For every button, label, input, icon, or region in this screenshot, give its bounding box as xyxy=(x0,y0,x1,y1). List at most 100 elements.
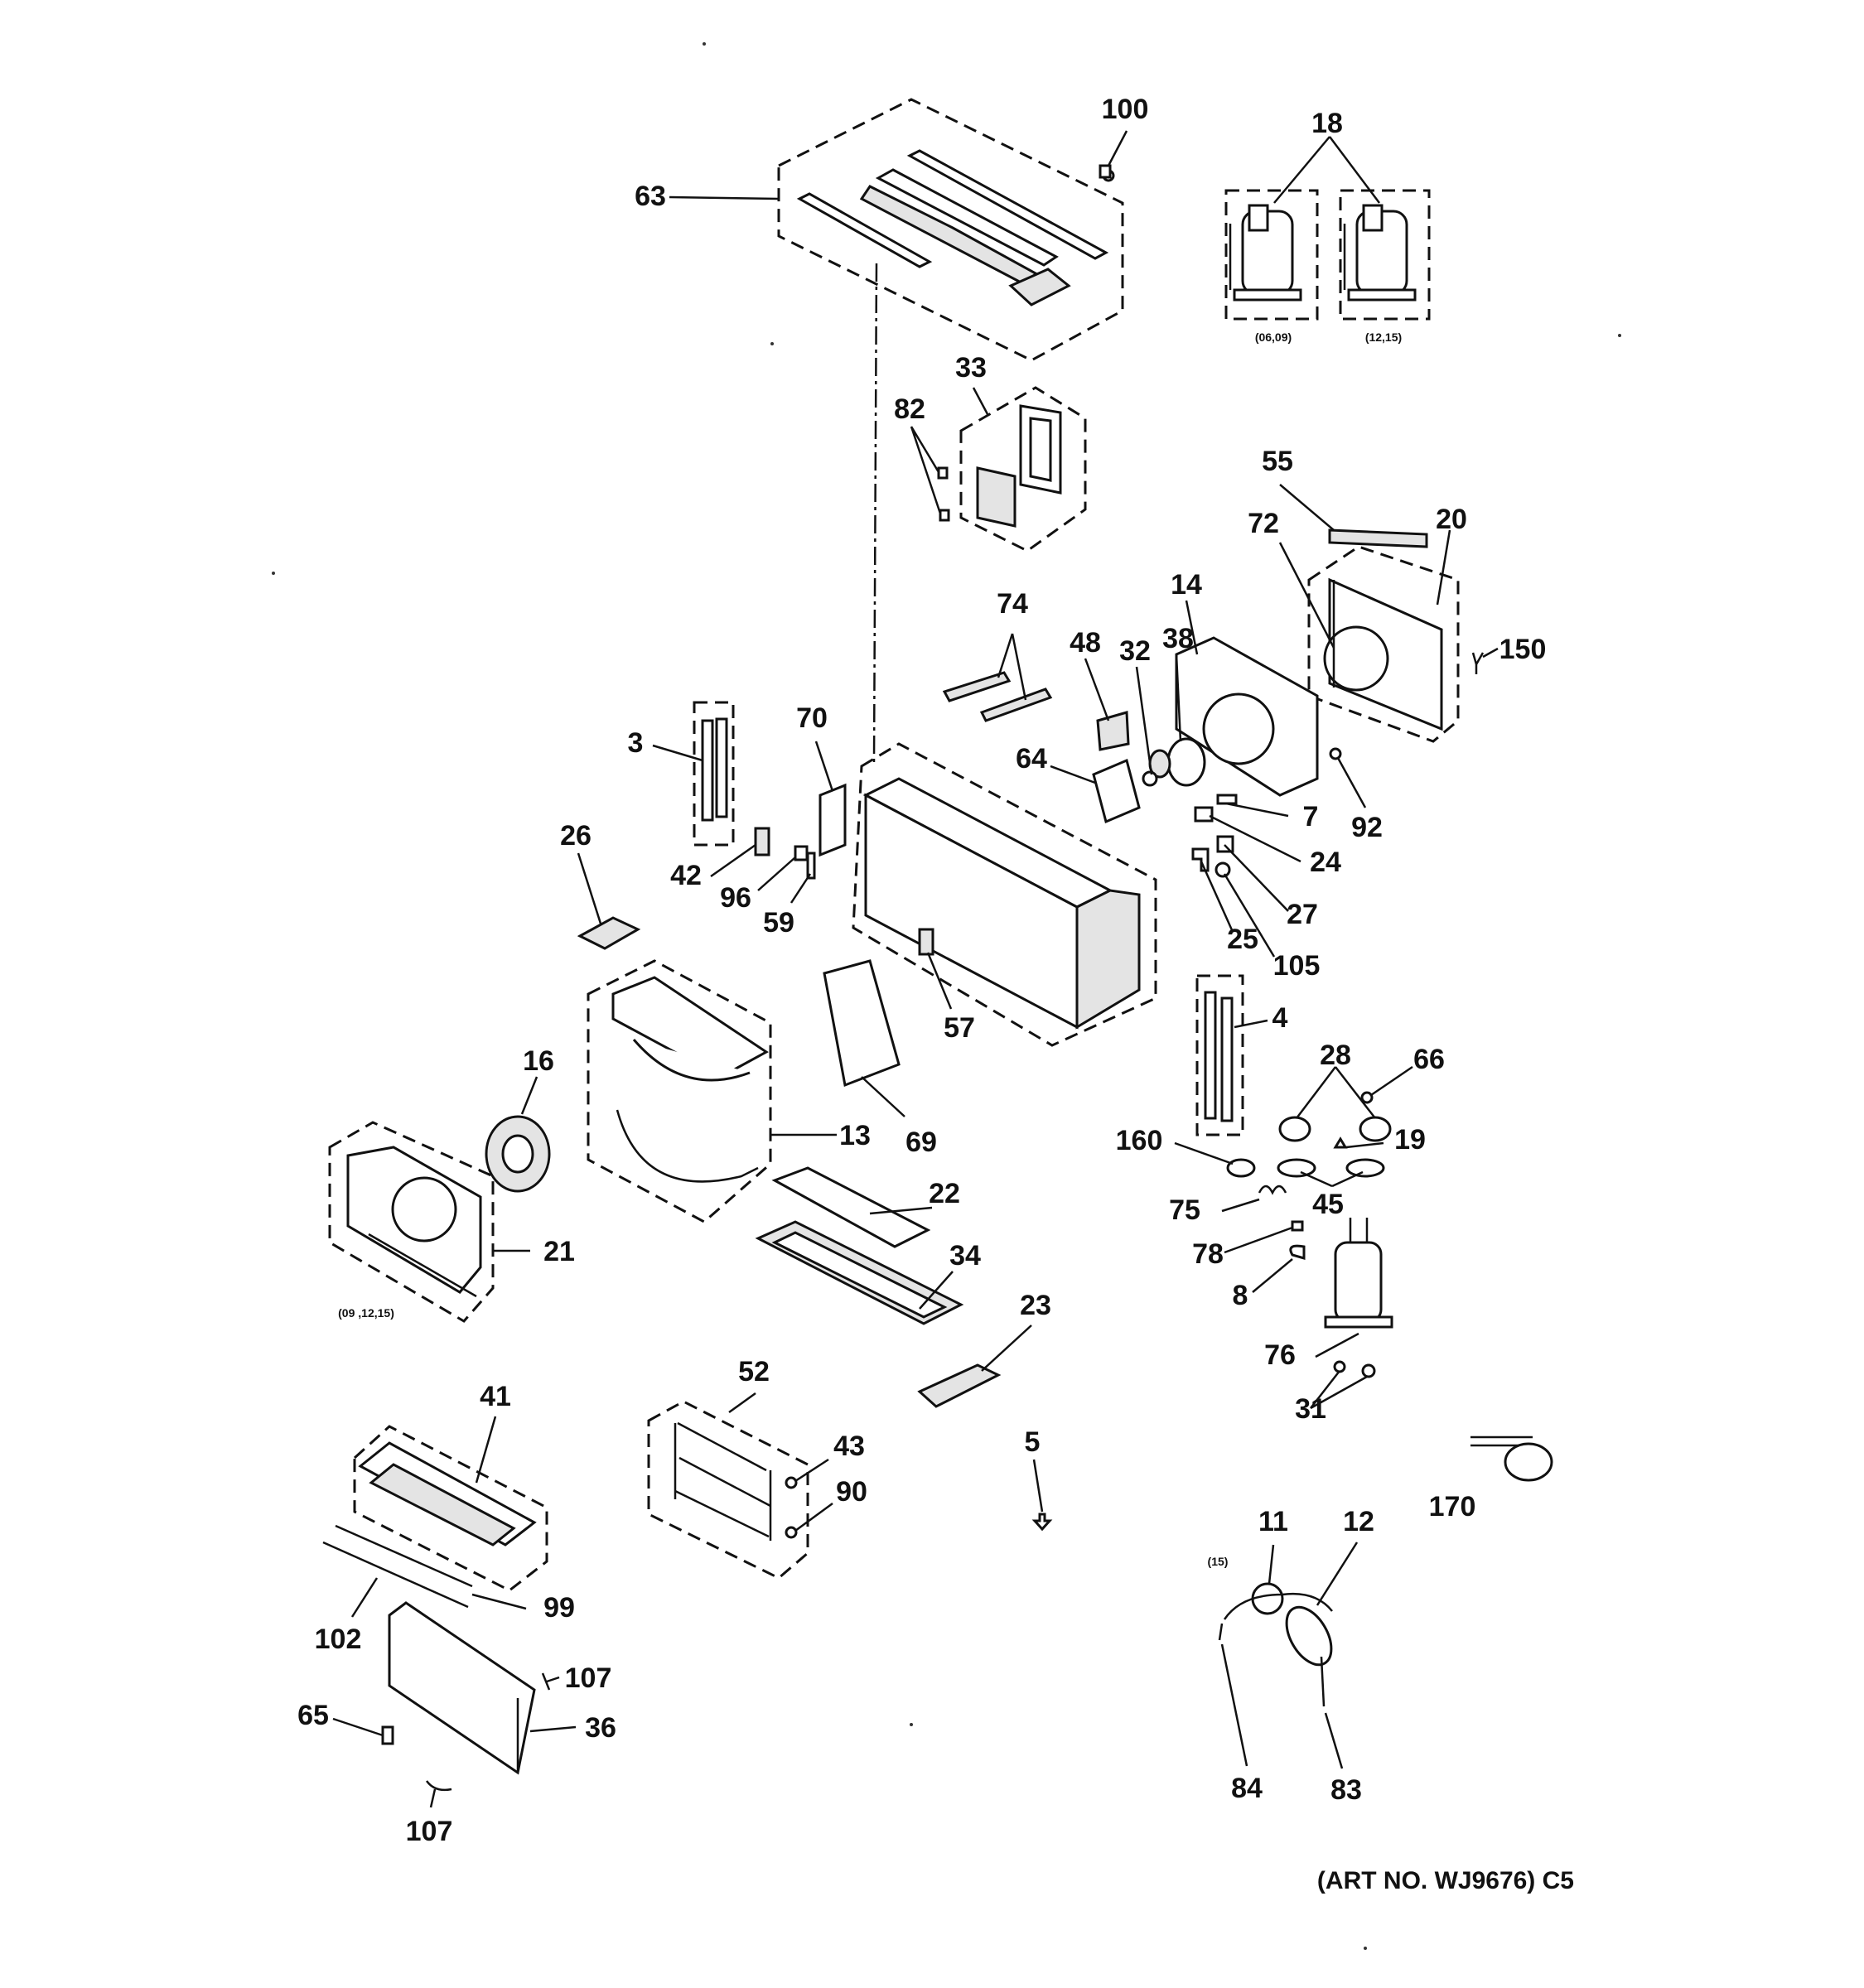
clip-82b xyxy=(939,509,950,522)
leader-105 xyxy=(1223,873,1276,958)
part-45a xyxy=(1277,1158,1316,1178)
leader-22 xyxy=(869,1206,933,1215)
callout-48: 48 xyxy=(1070,627,1101,659)
callout-99: 99 xyxy=(543,1592,575,1624)
leader-82 xyxy=(910,426,942,514)
part-65 xyxy=(381,1725,394,1745)
bracket-74b xyxy=(979,688,1053,722)
callout-41: 41 xyxy=(480,1381,511,1412)
callout-labels: 100 18 63 33 82 55 72 20 14 150 74 48 32… xyxy=(297,94,1546,1847)
leader-96 xyxy=(757,856,796,891)
callout-16: 16 xyxy=(523,1045,554,1077)
leader-3 xyxy=(652,744,703,762)
leader-31 xyxy=(1310,1370,1368,1410)
callout-66: 66 xyxy=(1413,1044,1445,1075)
callout-42: 42 xyxy=(670,860,702,891)
callout-72: 72 xyxy=(1248,508,1279,539)
callout-57: 57 xyxy=(944,1012,975,1044)
callout-96: 96 xyxy=(720,882,751,914)
outline-18-right xyxy=(1339,189,1431,321)
callout-55: 55 xyxy=(1262,446,1293,477)
screw-100 xyxy=(1099,164,1112,179)
leader-43 xyxy=(794,1458,829,1483)
part-59 xyxy=(806,852,816,880)
callout-13: 13 xyxy=(839,1120,871,1151)
callout-69: 69 xyxy=(905,1127,937,1158)
leader-64 xyxy=(1050,765,1096,784)
pan-34 xyxy=(755,1220,964,1325)
part-42 xyxy=(754,827,770,856)
leader-83 xyxy=(1324,1712,1344,1769)
top-rails-63 xyxy=(796,149,1115,306)
leader-36 xyxy=(529,1725,577,1733)
clip-82a xyxy=(937,466,949,480)
part-96 xyxy=(794,845,809,861)
part-26 xyxy=(577,916,641,950)
plate-70 xyxy=(819,783,847,857)
leader-41 xyxy=(475,1416,497,1484)
callout-64: 64 xyxy=(1016,743,1047,774)
capillary-assembly xyxy=(1218,1582,1333,1707)
leader-107a xyxy=(546,1676,560,1683)
leader-99 xyxy=(471,1593,527,1610)
part-24 xyxy=(1194,806,1214,823)
bracket-74a xyxy=(942,671,1012,702)
leader-18 xyxy=(1273,136,1380,204)
callout-105: 105 xyxy=(1273,950,1321,982)
rail-3b xyxy=(715,717,728,818)
callout-7: 7 xyxy=(1303,801,1319,832)
art-number: (ART NO. WJ9676) C5 xyxy=(1317,1867,1574,1894)
callout-28: 28 xyxy=(1320,1040,1351,1071)
housing-21 xyxy=(346,1146,482,1298)
leader-4 xyxy=(1234,1019,1268,1029)
leader-57 xyxy=(926,952,953,1010)
leader-74 xyxy=(997,633,1027,701)
part-160 xyxy=(1226,1158,1256,1178)
callout-52: 52 xyxy=(738,1356,770,1387)
callout-8: 8 xyxy=(1233,1280,1248,1311)
screw-92 xyxy=(1329,747,1342,760)
callout-74: 74 xyxy=(997,588,1028,620)
leader-lines xyxy=(332,130,1499,1808)
leader-102 xyxy=(350,1577,379,1618)
leader-23 xyxy=(981,1325,1032,1372)
sensor-150 xyxy=(1471,652,1485,674)
leader-33 xyxy=(972,387,989,415)
leader-11 xyxy=(1268,1544,1275,1585)
leader-55 xyxy=(1279,484,1335,531)
washer-32 xyxy=(1142,770,1158,787)
callout-33: 33 xyxy=(955,352,987,384)
leader-90 xyxy=(794,1502,833,1532)
scroll-13 xyxy=(611,976,769,1183)
leader-20 xyxy=(1436,529,1451,606)
leader-7 xyxy=(1225,802,1289,818)
callout-26: 26 xyxy=(560,820,592,852)
speck xyxy=(703,42,706,46)
callout-32: 32 xyxy=(1119,635,1151,667)
callout-102: 102 xyxy=(315,1624,362,1655)
leader-42 xyxy=(710,843,756,878)
callout-107a: 107 xyxy=(565,1662,612,1694)
note-blower-housing: (09 ,12,15) xyxy=(338,1306,394,1320)
leader-52 xyxy=(728,1392,756,1414)
compressor-12-15 xyxy=(1343,204,1417,302)
leader-65 xyxy=(332,1717,384,1737)
callout-43: 43 xyxy=(833,1431,865,1462)
panel-69 xyxy=(823,959,901,1088)
part-66 xyxy=(1360,1091,1374,1104)
leader-26 xyxy=(577,852,602,924)
part-25 xyxy=(1191,847,1210,872)
callout-34: 34 xyxy=(949,1240,981,1271)
callout-63: 63 xyxy=(635,181,666,212)
leader-16 xyxy=(520,1076,538,1115)
rail-3a xyxy=(701,719,714,822)
part-7 xyxy=(1216,794,1238,805)
leader-92 xyxy=(1336,757,1367,808)
leader-84 xyxy=(1220,1643,1248,1767)
callout-45: 45 xyxy=(1312,1189,1344,1220)
speck xyxy=(1364,1947,1367,1950)
grille-41 xyxy=(358,1441,537,1546)
callout-150: 150 xyxy=(1499,634,1547,665)
callout-170: 170 xyxy=(1429,1491,1476,1522)
leader-27 xyxy=(1224,844,1289,912)
